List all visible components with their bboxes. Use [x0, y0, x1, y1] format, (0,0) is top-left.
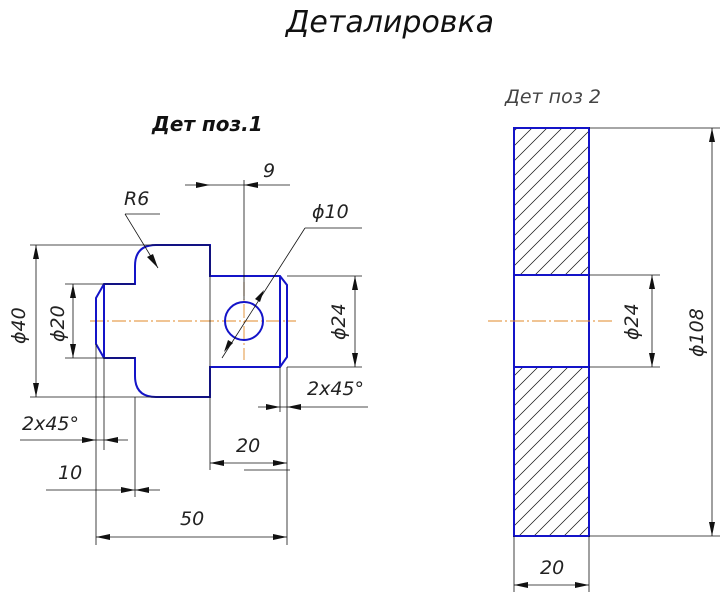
- dim-text-chamfer-left: 2x45°: [22, 413, 79, 435]
- dim-text-r6: R6: [124, 188, 149, 210]
- part2-view: Дет поз 2: [488, 86, 720, 592]
- drawing-title: Деталировка: [284, 5, 494, 40]
- leader-hole: [221, 227, 306, 359]
- part2-hatch-top: [514, 128, 589, 275]
- part1-extension-lines: [30, 180, 362, 545]
- dim-text-d108: ϕ108: [686, 308, 708, 357]
- dim-text-chamfer-right: 2x45°: [307, 378, 364, 400]
- dim-text-20: 20: [236, 435, 260, 457]
- part2-label: Дет поз 2: [504, 86, 601, 108]
- dim-text-d20: ϕ20: [47, 305, 69, 342]
- dim-text-hole: ϕ10: [312, 201, 349, 223]
- dim-text-9: 9: [263, 160, 275, 182]
- part2-dimension-lines: [514, 128, 713, 586]
- part1-arrowheads: [33, 182, 358, 540]
- part2-outline: [513, 127, 590, 537]
- dim-text-width: 20: [540, 557, 564, 579]
- part1-cross-hole: [224, 301, 264, 341]
- part2-arrowheads: [514, 128, 715, 588]
- dim-text-10: 10: [58, 462, 82, 484]
- part2-extension-lines: [513, 127, 720, 592]
- part1-view: Дет поз.1: [8, 112, 368, 545]
- part1-dimension-lines: [20, 184, 368, 538]
- part1-outline: [95, 244, 288, 398]
- dim-text-d40: ϕ40: [8, 307, 30, 344]
- dim-text-bore: ϕ24: [621, 303, 643, 340]
- part1-label: Дет поз.1: [151, 112, 263, 136]
- part2-hatch-bottom: [514, 367, 589, 536]
- dim-text-50: 50: [180, 508, 204, 530]
- dim-text-d24: ϕ24: [328, 303, 350, 340]
